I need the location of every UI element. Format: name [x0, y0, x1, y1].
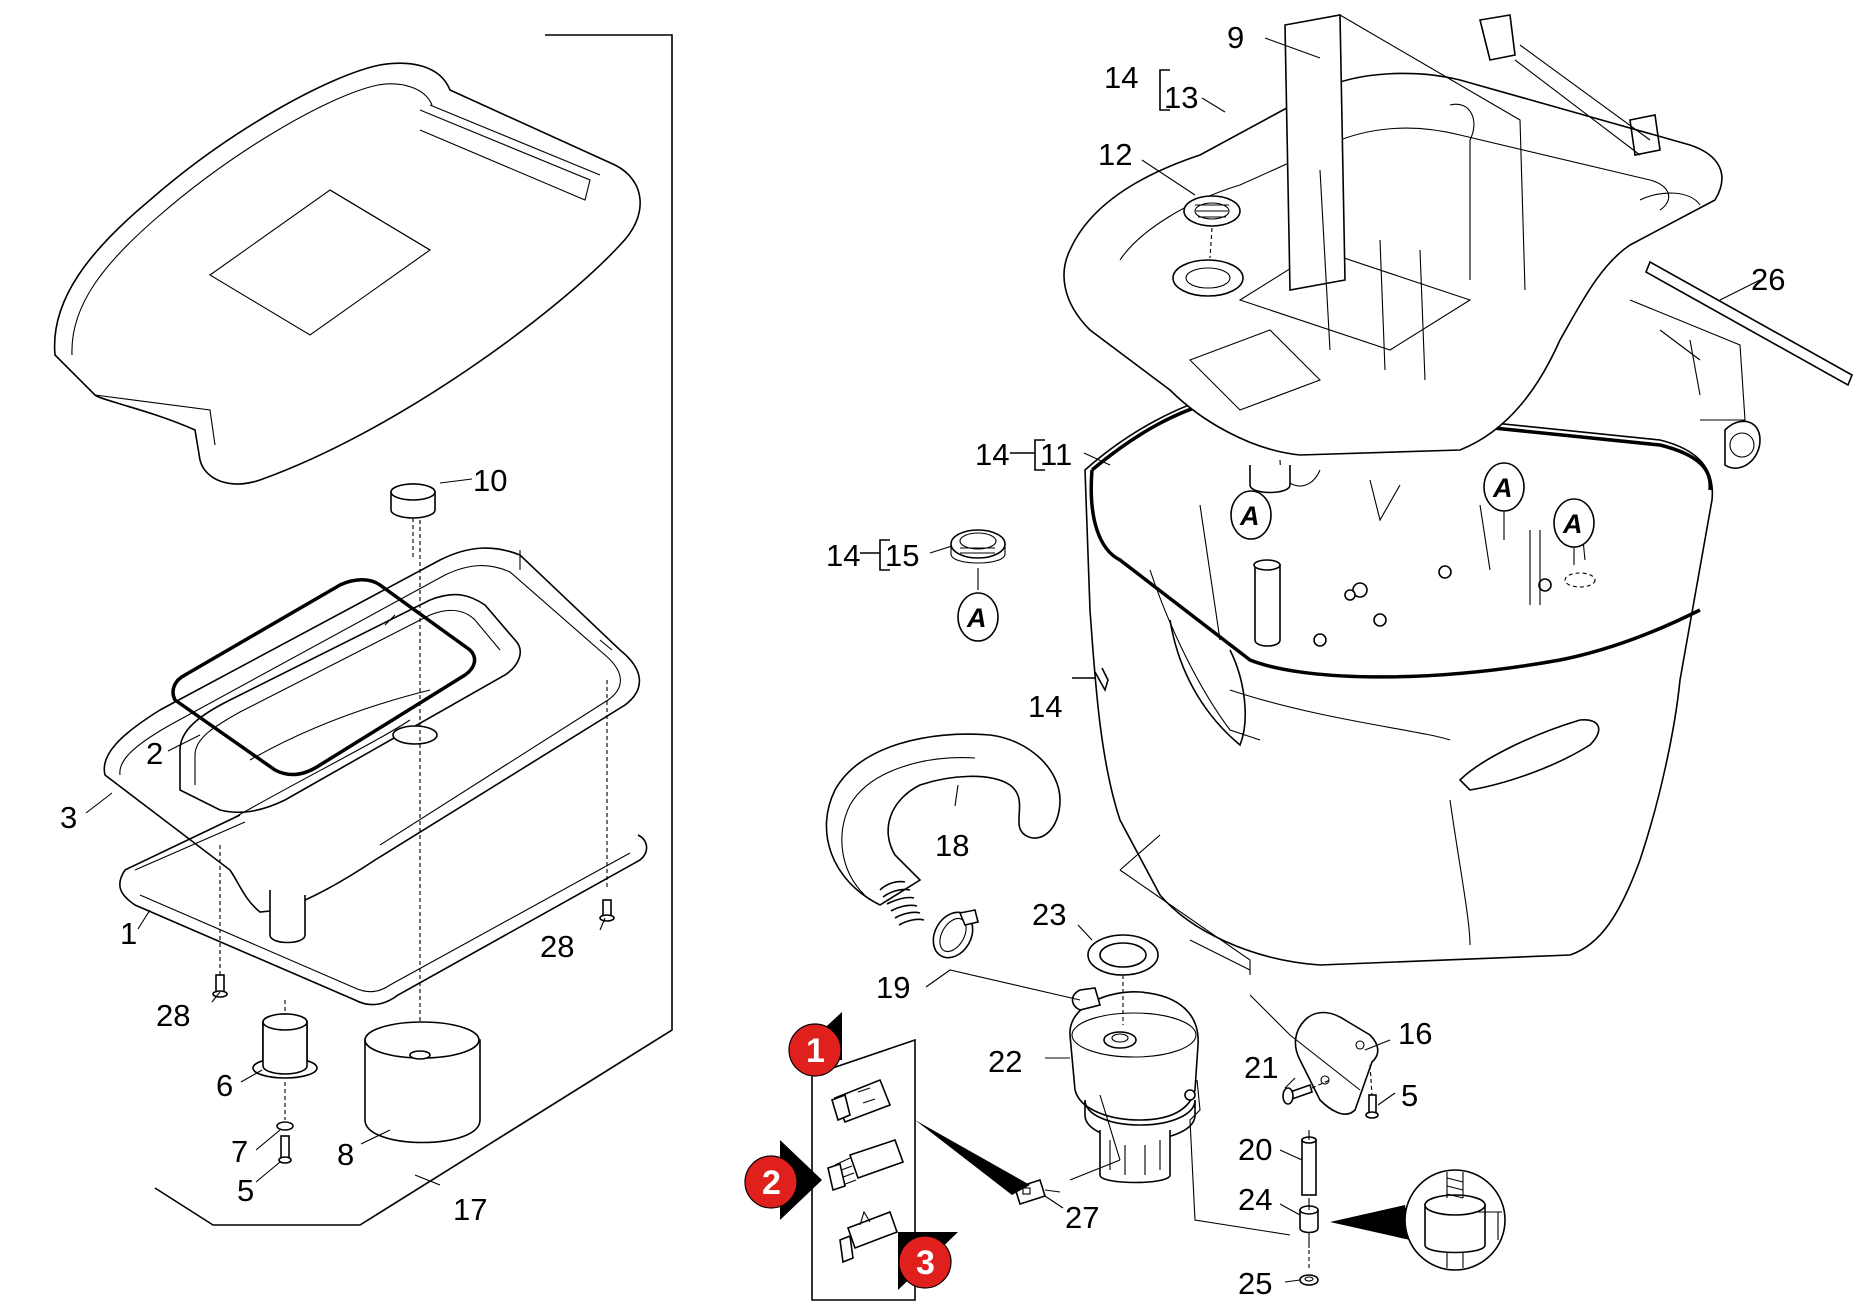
- variant-badge-1: 1: [788, 1012, 842, 1077]
- callout-26: 26: [1751, 262, 1785, 297]
- washer-7-screw-5: [276, 1082, 294, 1164]
- callout-14-a: 14: [1104, 60, 1138, 95]
- right-assembly: [811, 14, 1854, 1301]
- callout-21: 21: [1244, 1050, 1278, 1085]
- svg-text:1: 1: [806, 1032, 825, 1070]
- variant-badge-3: 3: [898, 1232, 958, 1290]
- variant-badge-2: 2: [744, 1140, 822, 1220]
- spacer-20: [1301, 1130, 1317, 1196]
- svg-text:A: A: [966, 603, 987, 633]
- cap-10: [390, 483, 436, 519]
- callout-28-right: 28: [540, 929, 574, 964]
- svg-text:A: A: [1492, 473, 1513, 503]
- callout-14-d: 14: [1028, 689, 1062, 724]
- motor-22: [1069, 987, 1199, 1184]
- nut-25: [1299, 1250, 1319, 1286]
- callout-11: 11: [1040, 437, 1072, 472]
- gasket-23: [1087, 934, 1159, 1025]
- callout-2: 2: [146, 736, 163, 771]
- callout-5-right: 5: [1401, 1078, 1418, 1113]
- buffer-24: [1299, 1198, 1319, 1248]
- group-bracket-17: [154, 34, 673, 1226]
- buffer-detail: [1330, 1169, 1506, 1271]
- callout-10: 10: [473, 463, 507, 498]
- screw-28-right: [599, 680, 615, 922]
- rod-26: [1644, 260, 1854, 387]
- filter-8: [364, 520, 481, 1144]
- callout-16: 16: [1398, 1016, 1432, 1051]
- callout-19: 19: [876, 970, 910, 1005]
- callout-20: 20: [1238, 1132, 1272, 1167]
- screw-28-left: [212, 845, 228, 998]
- reference-markers: A A A A: [957, 462, 1595, 642]
- svg-text:A: A: [1562, 509, 1583, 539]
- callout-25: 25: [1238, 1266, 1272, 1301]
- gasket-2: [171, 578, 477, 777]
- variant-2-part: [827, 1138, 905, 1192]
- callout-7: 7: [231, 1134, 248, 1169]
- callout-12: 12: [1098, 137, 1132, 172]
- variant-badges: 1 2 3: [744, 1012, 958, 1290]
- callout-1: 1: [120, 916, 137, 951]
- callout-23: 23: [1032, 897, 1066, 932]
- connector-27: [915, 1120, 1061, 1206]
- tank-lid: [1063, 14, 1723, 522]
- svg-text:3: 3: [916, 1244, 935, 1282]
- callout-15: 15: [885, 538, 919, 573]
- callout-14-c: 14: [826, 538, 860, 573]
- variant-3-part: [839, 1210, 899, 1264]
- callout-18: 18: [935, 828, 969, 863]
- svg-text:2: 2: [762, 1164, 781, 1202]
- callout-3: 3: [60, 800, 77, 835]
- marker-a-1: A: [957, 592, 999, 642]
- callout-14-b: 14: [975, 437, 1009, 472]
- tray-3: [103, 547, 641, 944]
- variant-panel: [811, 1038, 916, 1301]
- left-assembly: [53, 34, 673, 1226]
- variant-1-part: [831, 1078, 892, 1124]
- callout-6: 6: [216, 1068, 233, 1103]
- screw-5-right: [1365, 1064, 1379, 1119]
- top-cover: [53, 62, 641, 485]
- callout-28-left: 28: [156, 998, 190, 1033]
- callout-22: 22: [988, 1044, 1022, 1079]
- bracket-16: [1294, 1011, 1379, 1115]
- marker-a-2: A: [1230, 490, 1272, 540]
- tank-body: [1084, 394, 1714, 966]
- screw-21: [1282, 1079, 1331, 1105]
- marker-a-3: A: [1483, 462, 1525, 540]
- callout-9: 9: [1227, 20, 1244, 55]
- leader-lines: [85, 37, 1761, 1283]
- clamp-19: [932, 909, 979, 959]
- callout-27: 27: [1065, 1200, 1099, 1235]
- bushing-6: [252, 1000, 318, 1079]
- callout-labels: 1 2 3 5 6 7 8 10 17 28 28 9 14 13 12 26 …: [60, 20, 1785, 1301]
- callout-13: 13: [1164, 80, 1198, 115]
- side-mechanism: [1629, 299, 1761, 469]
- hose-18: [825, 733, 1061, 926]
- callout-17: 17: [453, 1192, 487, 1227]
- callout-24: 24: [1238, 1182, 1272, 1217]
- svg-text:A: A: [1239, 501, 1260, 531]
- marker-a-4: A: [1553, 498, 1595, 565]
- callout-5-left: 5: [237, 1173, 254, 1208]
- seal-15: [950, 529, 1006, 590]
- callout-8: 8: [337, 1137, 354, 1172]
- seal-1: [119, 814, 648, 1006]
